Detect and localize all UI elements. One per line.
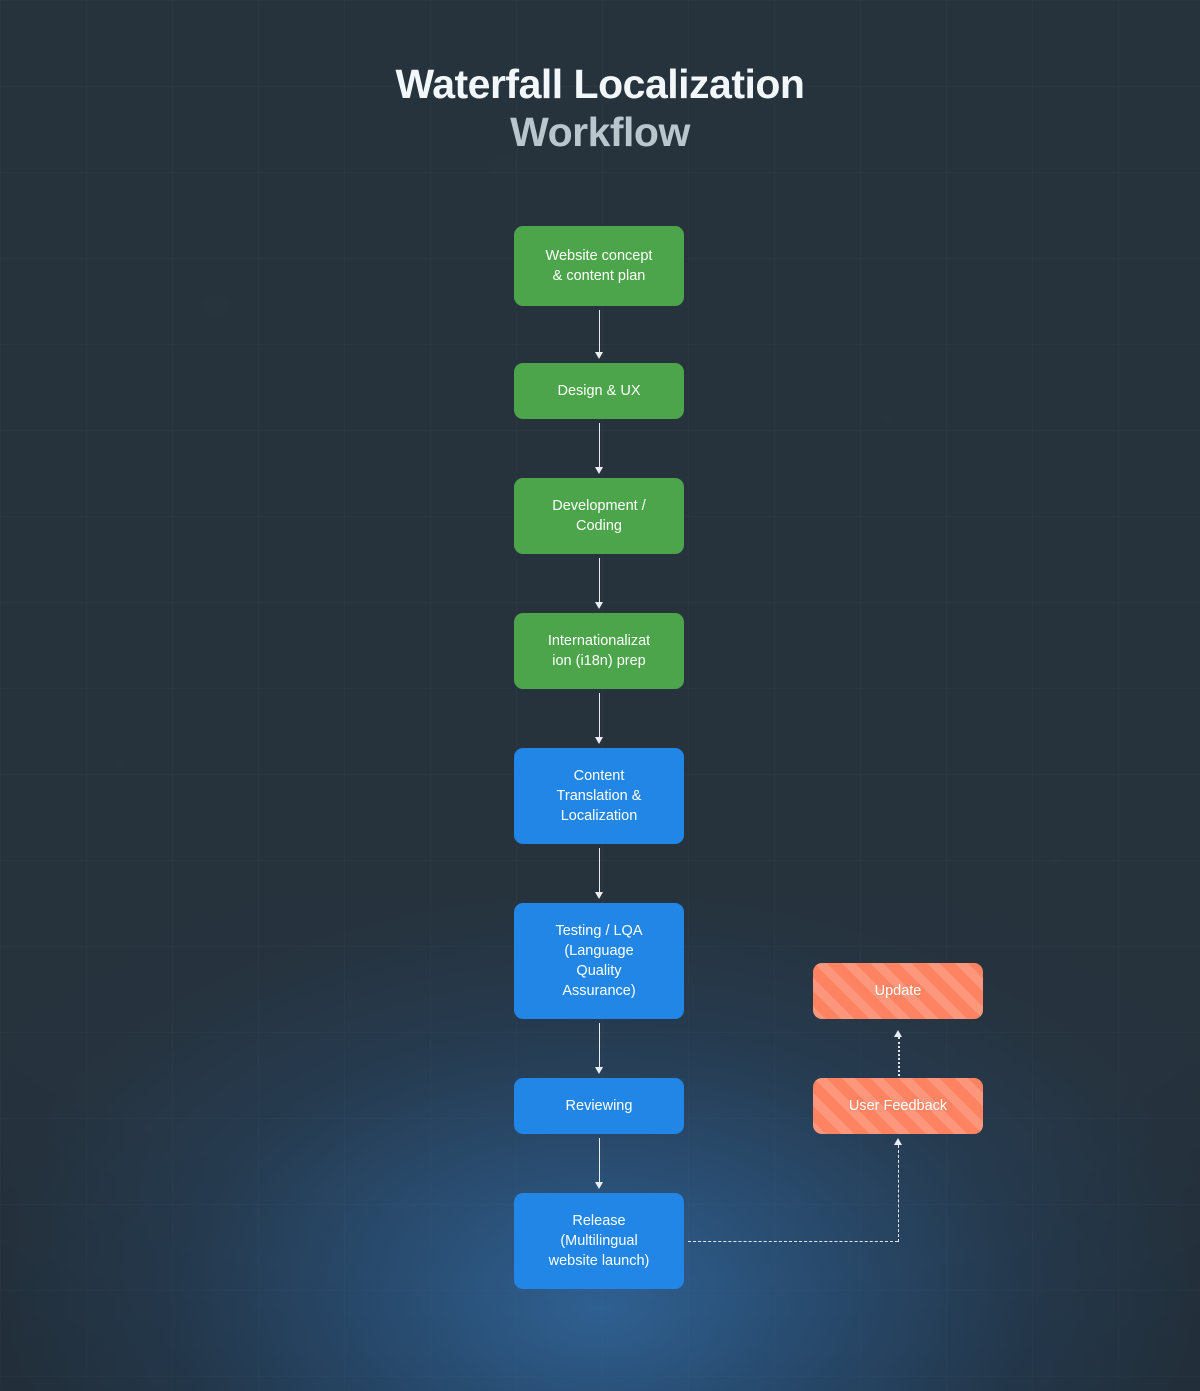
page-title: Waterfall Localization Workflow bbox=[0, 60, 1200, 157]
node-design-ux[interactable]: Design & UX bbox=[514, 363, 684, 419]
node-i18n-prep[interactable]: Internationalizat ion (i18n) prep bbox=[514, 613, 684, 689]
node-user-feedback[interactable]: User Feedback bbox=[813, 1078, 983, 1134]
node-content-translation[interactable]: Content Translation & Localization bbox=[514, 748, 684, 844]
node-update[interactable]: Update bbox=[813, 963, 983, 1019]
node-reviewing[interactable]: Reviewing bbox=[514, 1078, 684, 1134]
node-testing-lqa[interactable]: Testing / LQA (Language Quality Assuranc… bbox=[514, 903, 684, 1019]
node-website-concept[interactable]: Website concept & content plan bbox=[514, 226, 684, 306]
node-development-coding[interactable]: Development / Coding bbox=[514, 478, 684, 554]
page-title-line-2: Workflow bbox=[510, 109, 690, 156]
node-release[interactable]: Release (Multilingual website launch) bbox=[514, 1193, 684, 1289]
page-title-line-1: Waterfall Localization bbox=[395, 61, 805, 107]
